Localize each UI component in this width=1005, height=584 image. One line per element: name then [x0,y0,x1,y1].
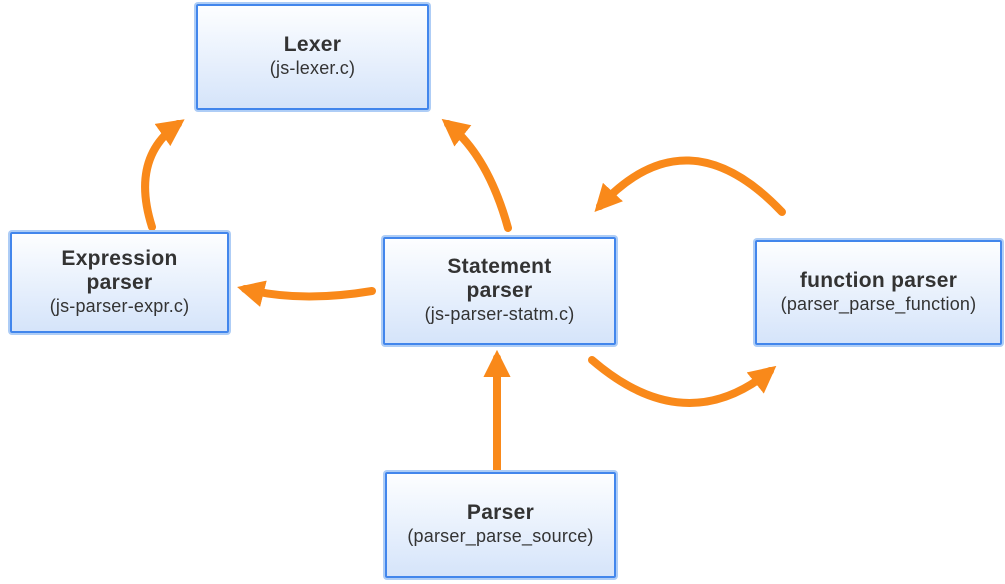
node-function-parser: function parser (parser_parse_function) [755,240,1002,345]
node-statement-parser: Statement parser (js-parser-statm.c) [383,237,616,345]
node-function-parser-title: function parser [799,268,958,292]
node-statement-parser-subtitle: (js-parser-statm.c) [424,304,575,325]
arrow-statement-parser-to-lexer [441,118,512,232]
node-statement-parser-title: Statement parser [447,255,552,303]
arrow-statement-parser-to-function-parser [588,356,777,407]
node-expression-parser: Expression parser (js-parser-expr.c) [10,232,229,333]
node-lexer-title: Lexer [283,33,342,57]
arrow-function-parser-to-statement-parser [594,156,786,216]
node-expression-parser-subtitle: (js-parser-expr.c) [49,295,190,316]
node-expression-parser-title: Expression parser [61,246,178,294]
node-function-parser-subtitle: (parser_parse_function) [780,293,977,314]
node-lexer-subtitle: (js-lexer.c) [269,58,356,79]
node-lexer: Lexer (js-lexer.c) [196,4,429,110]
node-parser-subtitle: (parser_parse_source) [407,526,594,547]
arrow-statement-parser-to-expression-parser [237,280,376,307]
arrow-expression-parser-to-lexer [141,119,185,231]
node-parser-title: Parser [466,501,535,525]
node-parser: Parser (parser_parse_source) [385,472,616,578]
